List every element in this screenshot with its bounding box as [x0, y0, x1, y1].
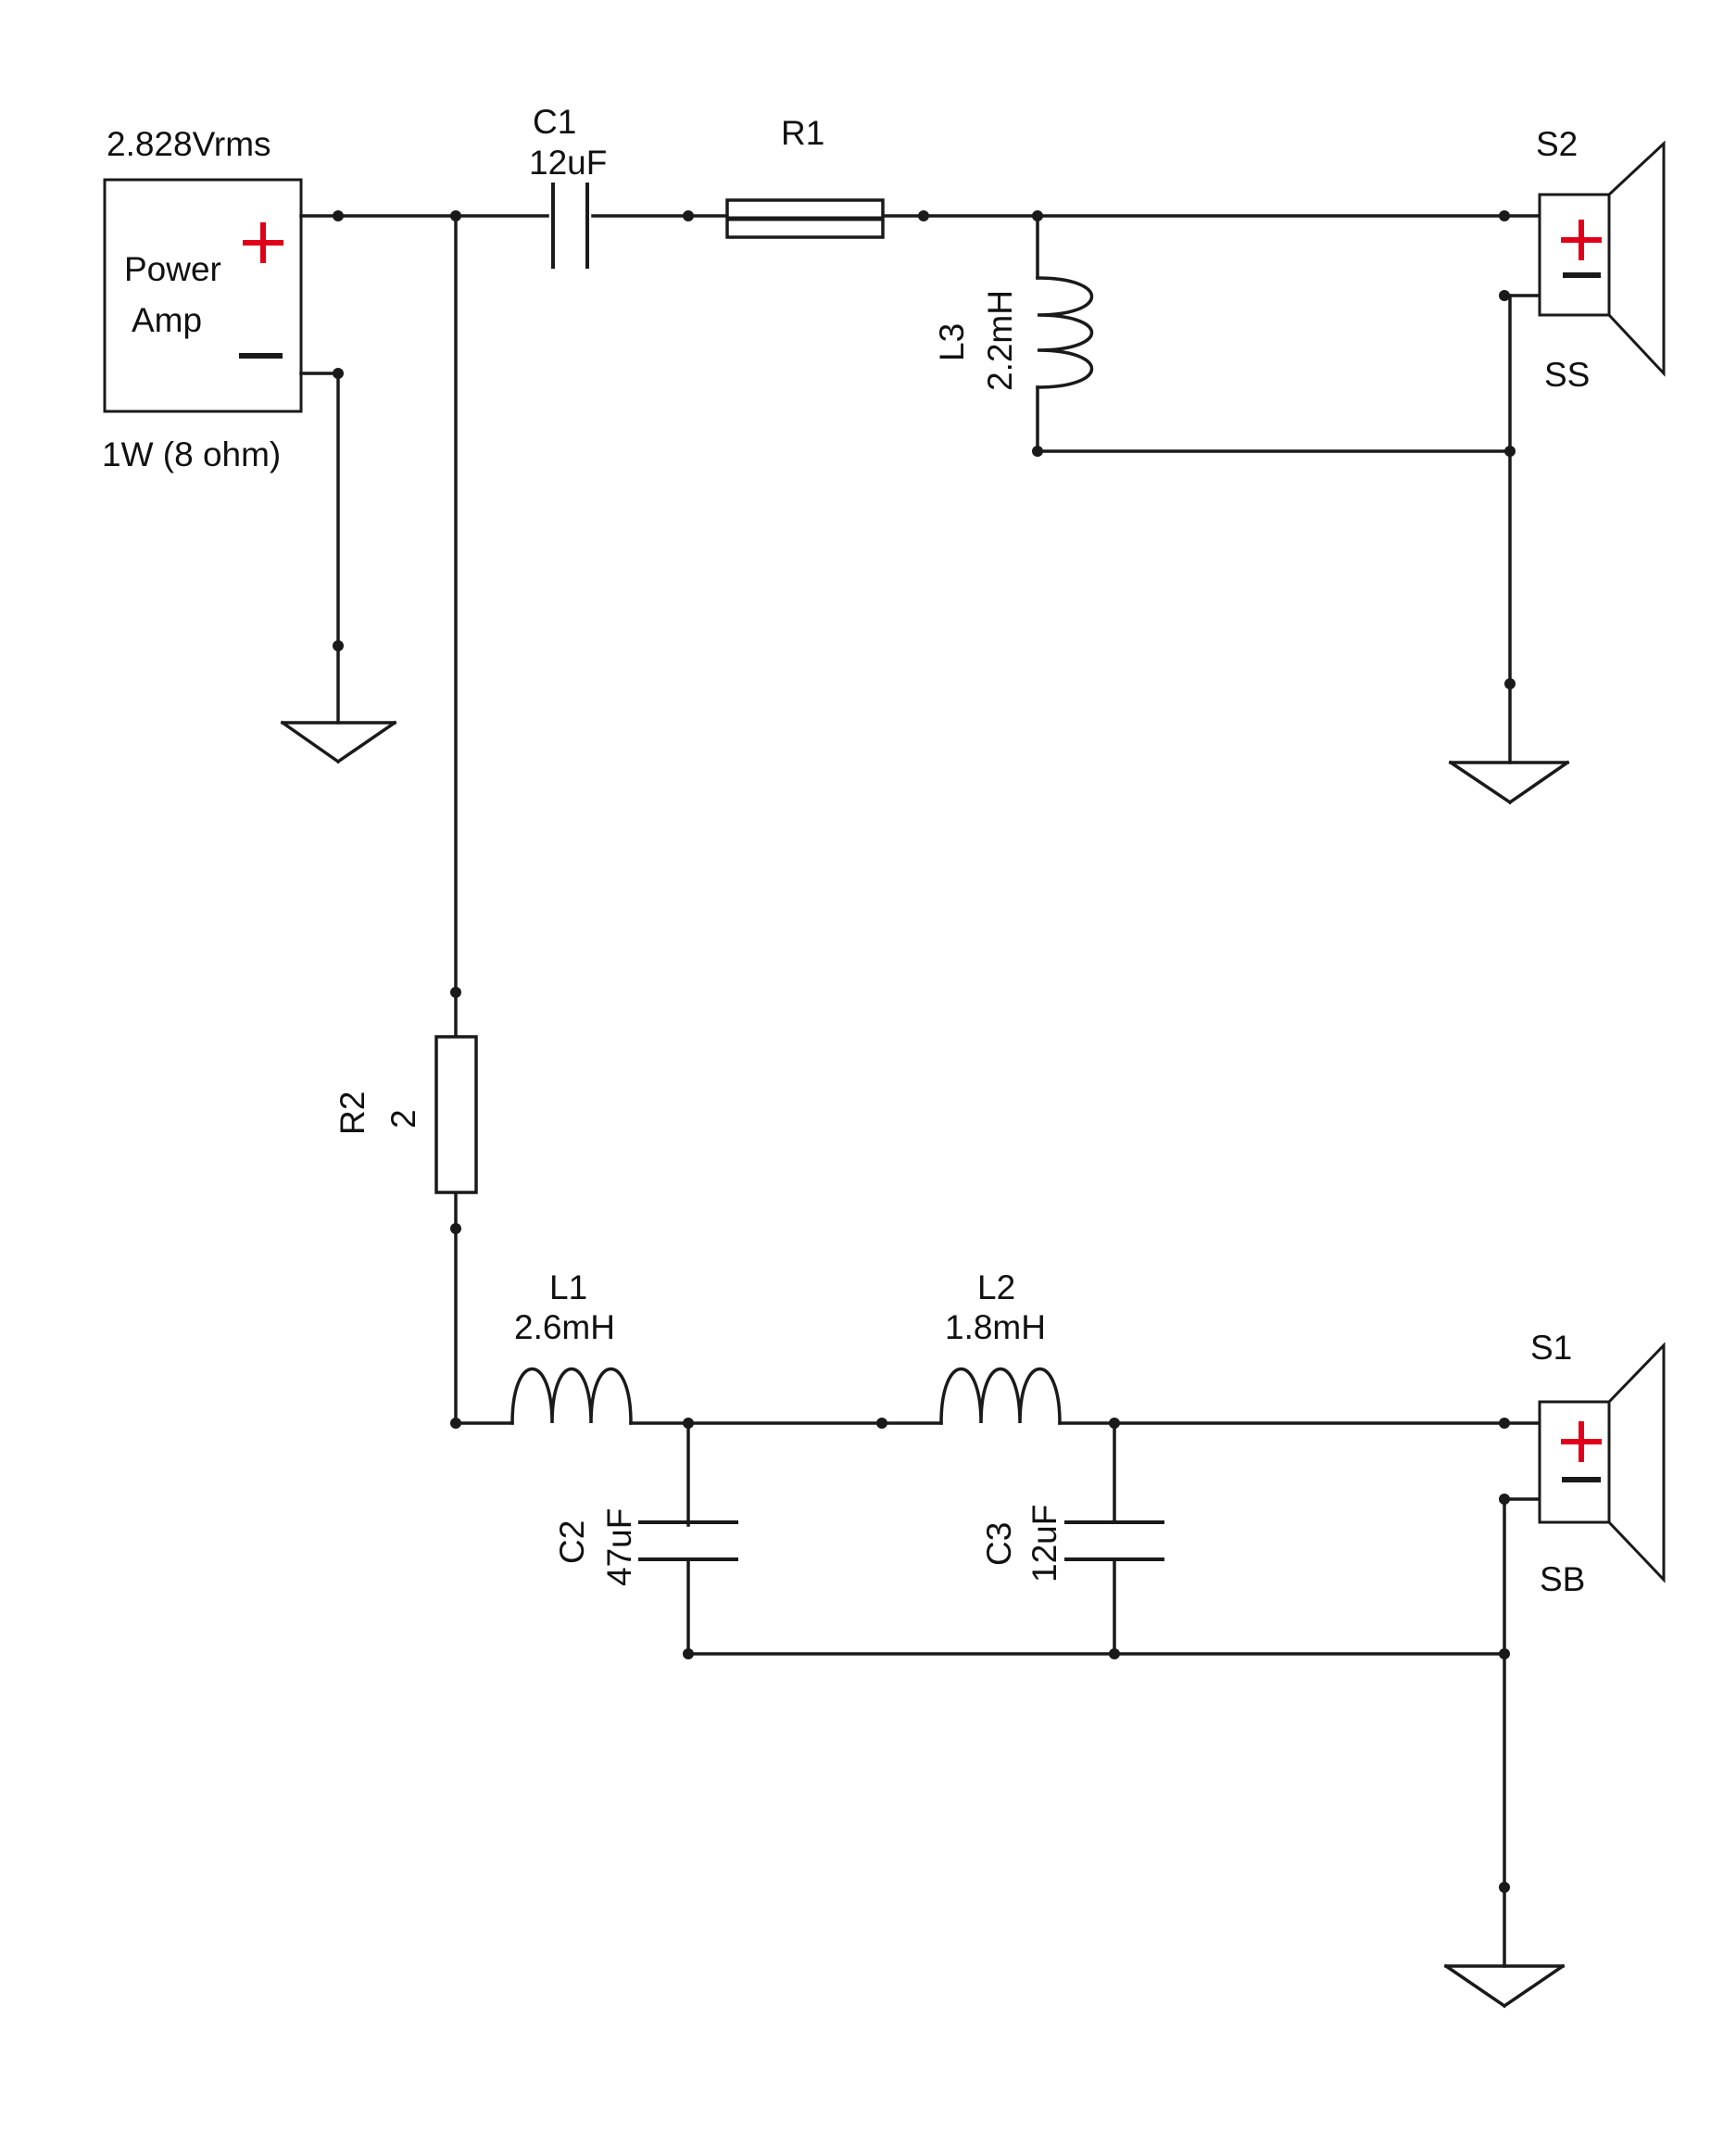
amp-voltage-label: 2.828Vrms — [107, 125, 271, 163]
amp-name-line2: Amp — [132, 301, 202, 339]
resistor-r2 — [434, 1035, 478, 1194]
speaker-s2-icon — [1538, 140, 1666, 377]
inductor-l2 — [939, 1368, 1062, 1425]
c3-value-label: 12uF — [1025, 1505, 1063, 1582]
capacitor-c3 — [1064, 1520, 1164, 1561]
s2-ref-label: S2 — [1536, 125, 1578, 163]
c2-ref-label: C2 — [553, 1520, 591, 1564]
bottom-junction-dots — [450, 987, 1510, 1893]
amp-rating-label: 1W (8 ohm) — [102, 435, 281, 473]
inductor-l1 — [510, 1368, 633, 1425]
s2-name-label: SS — [1544, 356, 1590, 394]
power-amp-box — [103, 178, 303, 413]
r1-ref-label: R1 — [781, 114, 824, 152]
inductor-l3 — [1036, 276, 1094, 389]
l3-ref-label: L3 — [933, 323, 971, 361]
amp-plus-terminal-icon — [243, 222, 283, 263]
top-junction-dots — [333, 210, 1516, 689]
ground-icon — [1448, 760, 1570, 805]
l3-value-label: 2.2mH — [981, 290, 1019, 391]
amp-ground-wire — [299, 372, 340, 725]
l2-ref-label: L2 — [977, 1268, 1015, 1306]
resistor-r1 — [725, 198, 885, 239]
s1-name-label: SB — [1540, 1560, 1585, 1598]
s1-ref-label: S1 — [1530, 1329, 1572, 1367]
l1-value-label: 2.6mH — [514, 1308, 615, 1346]
c2-value-label: 47uF — [600, 1508, 638, 1586]
bottom-branch-wires — [454, 1421, 1541, 1968]
amp-name-line1: Power — [124, 250, 221, 288]
ground-icon — [280, 720, 397, 764]
c1-ref-label: C1 — [533, 103, 576, 141]
l1-ref-label: L1 — [549, 1268, 587, 1306]
speaker-s1-icon — [1538, 1342, 1666, 1583]
capacitor-c1 — [551, 183, 589, 269]
capacitor-c2 — [638, 1520, 738, 1561]
r2-ref-label: R2 — [333, 1091, 371, 1135]
c1-value-label: 12uF — [529, 144, 607, 182]
l2-value-label: 1.8mH — [945, 1308, 1046, 1346]
top-branch-wires — [299, 214, 1541, 764]
c3-ref-label: C3 — [980, 1522, 1018, 1566]
power-amp: Power Amp — [103, 178, 303, 413]
ground-icon — [1443, 1963, 1566, 2009]
r2-value-label: 2 — [384, 1109, 422, 1129]
